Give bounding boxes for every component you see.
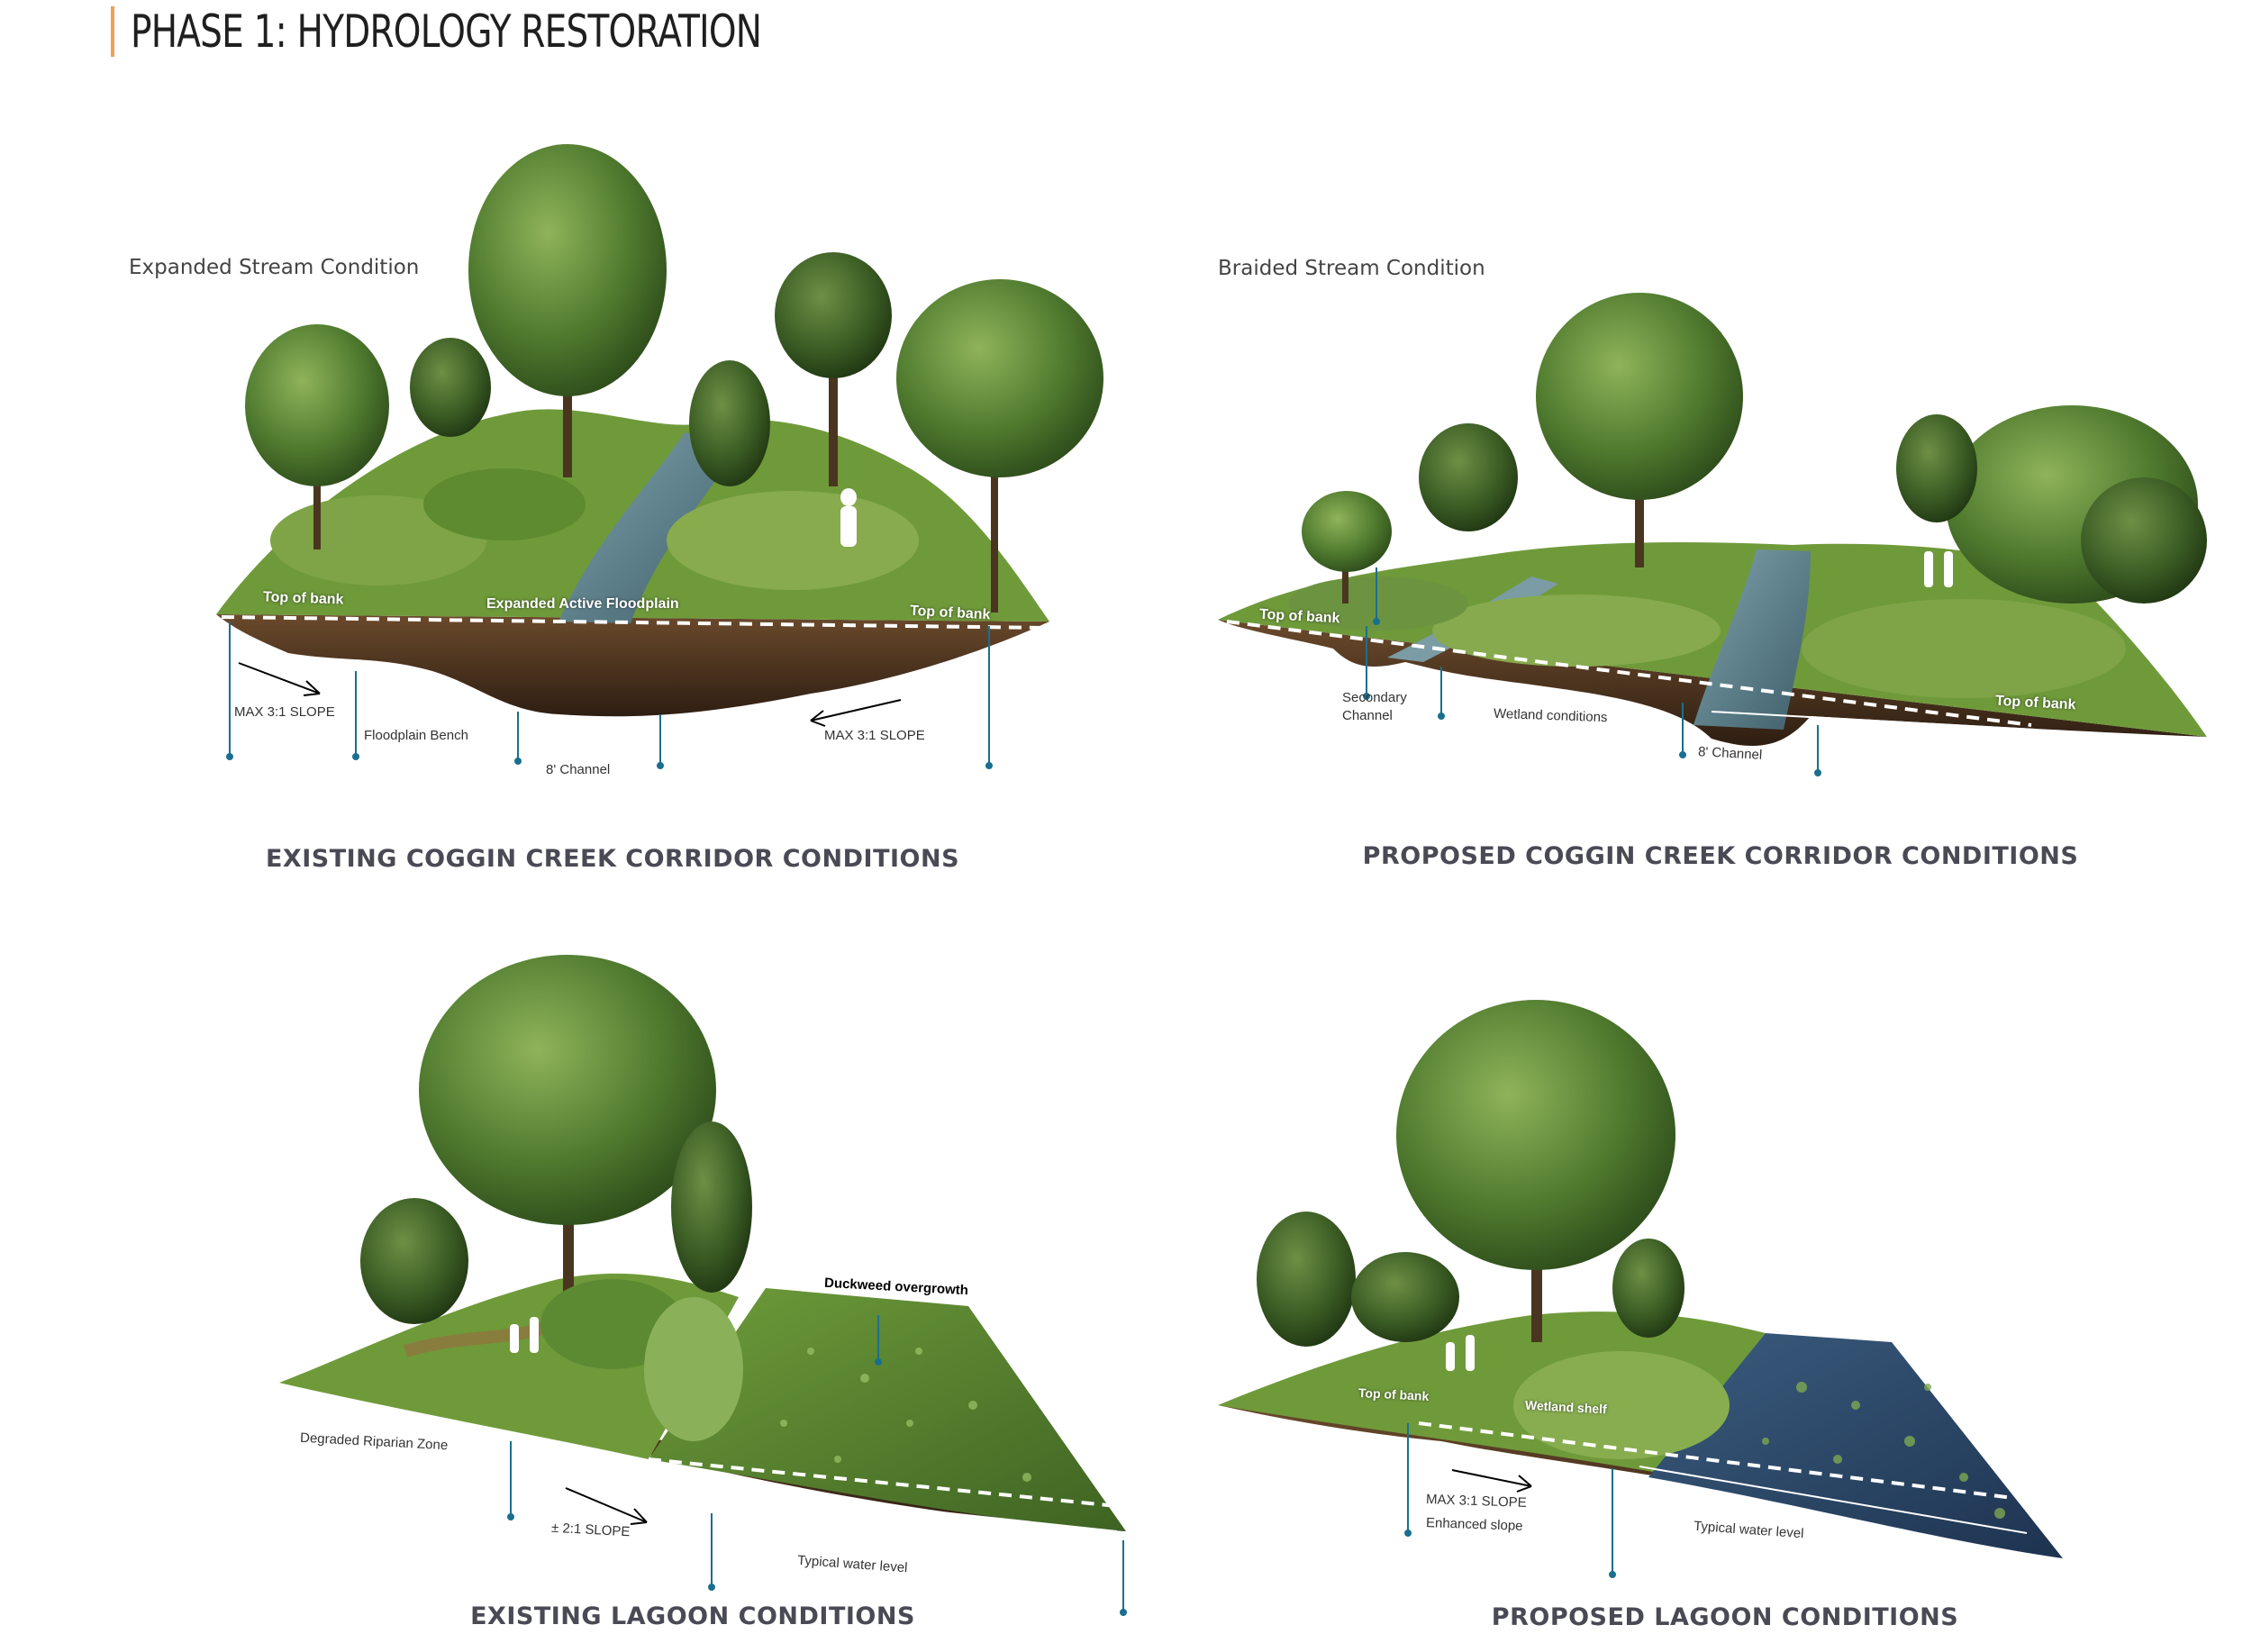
secondary-channel-label: Channel [1342, 708, 1393, 723]
top-of-bank-label: Top of bank [262, 589, 344, 608]
braided-stream-label: Braided Stream Condition [1218, 257, 1485, 280]
existing-creek-caption: EXISTING COGGIN CREEK CORRIDOR CONDITION… [265, 845, 960, 873]
slope-label: MAX 3:1 SLOPE [234, 704, 335, 720]
secondary-channel-label: Secondary [1342, 690, 1407, 705]
expanded-stream-label: Expanded Stream Condition [129, 256, 420, 279]
proposed-lagoon-block [1218, 1000, 2063, 1578]
existing-lagoon-caption: EXISTING LAGOON CONDITIONS [470, 1602, 915, 1630]
existing-creek-block [216, 144, 1103, 769]
proposed-lagoon-caption: PROPOSED LAGOON CONDITIONS [1491, 1603, 1959, 1631]
title-accent-bar [111, 6, 114, 57]
floodplain-bench-label: Floodplain Bench [364, 728, 468, 743]
proposed-creek-block [1218, 293, 2207, 776]
existing-lagoon-block [279, 955, 1127, 1616]
floodplain-label: Expanded Active Floodplain [486, 596, 679, 612]
page-title-text: PHASE 1: HYDROLOGY RESTORATION [131, 5, 762, 58]
channel-label: 8' Channel [546, 762, 611, 777]
slope-label: MAX 3:1 SLOPE [824, 728, 925, 743]
channel-label: 8' Channel [1697, 744, 1763, 763]
proposed-creek-caption: PROPOSED COGGIN CREEK CORRIDOR CONDITION… [1362, 842, 2079, 870]
page-title: PHASE 1: HYDROLOGY RESTORATION [111, 5, 940, 58]
